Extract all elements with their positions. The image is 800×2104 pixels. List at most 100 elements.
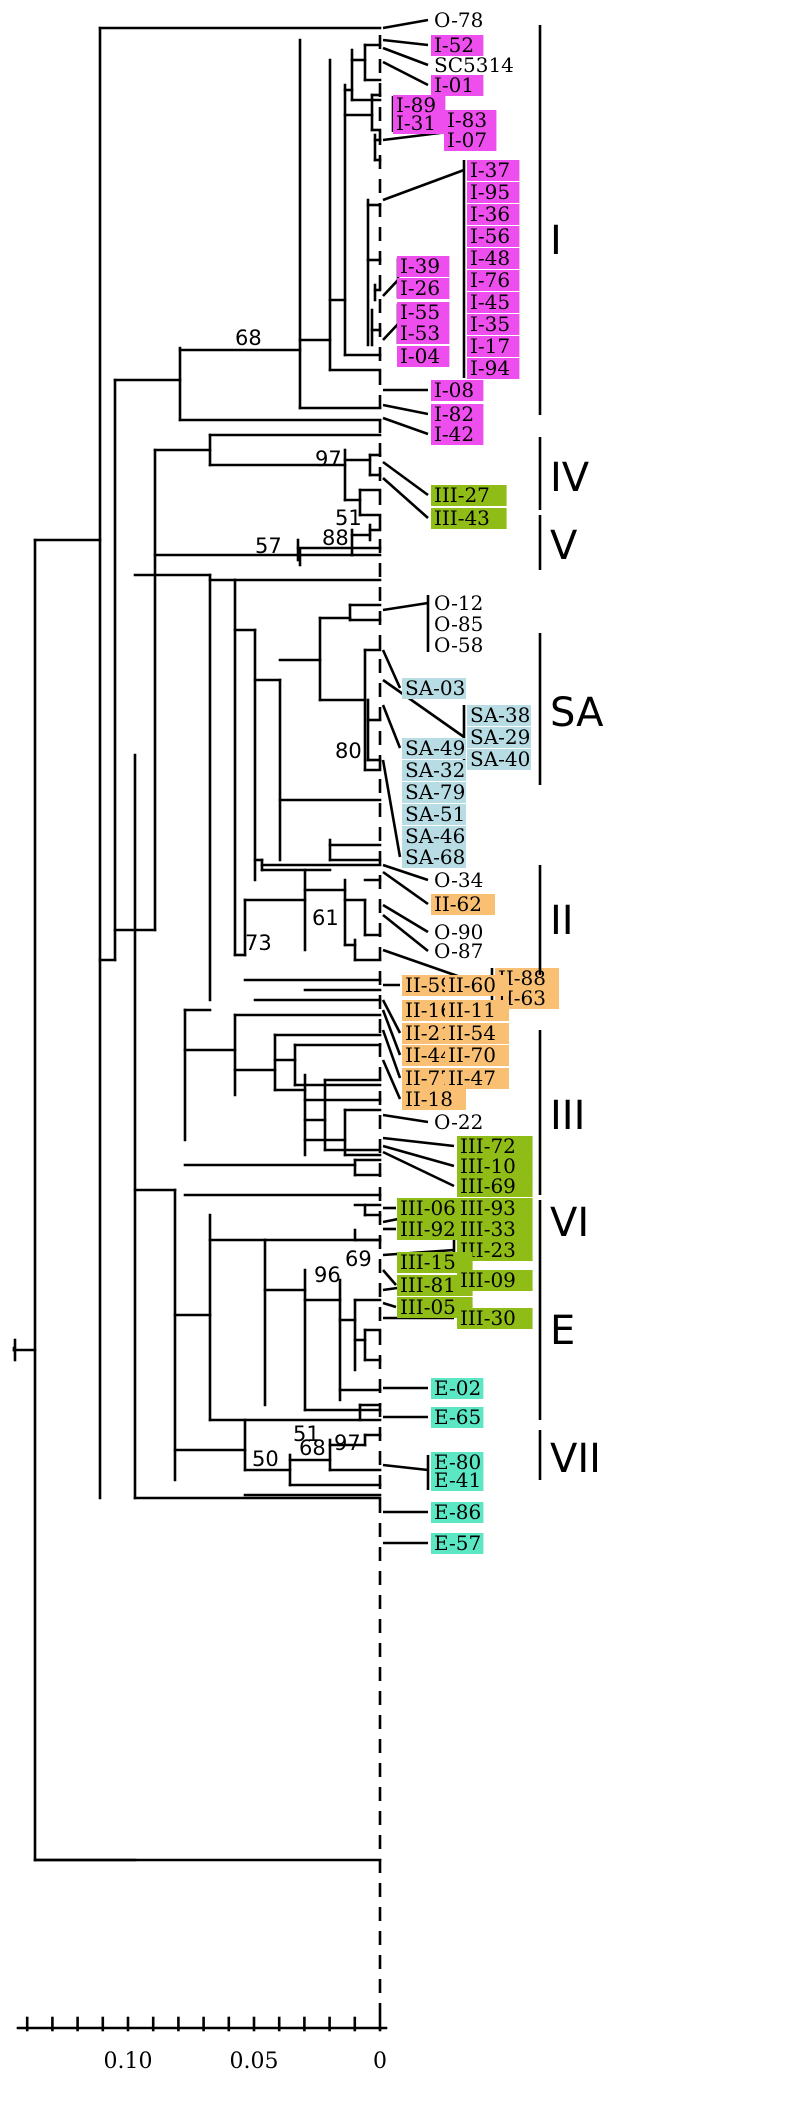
strain-label-bg	[431, 1407, 484, 1428]
strain-label-bg	[431, 35, 484, 56]
strain-label: I-35	[470, 312, 510, 336]
strain-label-bg	[431, 380, 484, 401]
strain-label-bg	[457, 1219, 533, 1240]
label-connector	[382, 601, 429, 612]
label-connectors	[381, 18, 494, 1545]
bootstrap-value: 68	[235, 326, 262, 350]
strain-label-bg	[467, 204, 520, 225]
strain-label: O-12	[434, 591, 483, 615]
strain-label: SA-68	[405, 845, 465, 869]
strain-label: II-11	[448, 998, 496, 1022]
strain-label: I-94	[470, 356, 510, 380]
strain-label-bg	[431, 485, 507, 506]
label-connector	[382, 38, 429, 47]
strain-label: SC5314	[434, 53, 514, 77]
strain-label: E-57	[434, 1531, 481, 1555]
label-connector	[382, 18, 429, 30]
strain-label: O-85	[434, 612, 483, 636]
strain-label: III-15	[400, 1250, 456, 1274]
strain-label: III-43	[434, 506, 490, 530]
strain-label-bg	[445, 975, 509, 996]
strain-label-bg	[467, 336, 520, 357]
strain-label: I-31	[396, 111, 436, 135]
strain-label: II-18	[405, 1087, 453, 1111]
strain-label: II-54	[448, 1021, 496, 1045]
strain-label-bg	[467, 314, 520, 335]
strain-label-bg	[457, 1136, 533, 1157]
strain-label: O-34	[434, 868, 483, 892]
strain-label: I-83	[447, 108, 487, 132]
strain-label: SA-40	[470, 747, 530, 771]
strain-label: I-37	[470, 158, 510, 182]
strain-label-bg	[467, 292, 520, 313]
strain-label: SA-46	[405, 824, 465, 848]
strain-label-bg	[397, 1252, 473, 1273]
axis-tick-label: 0.05	[230, 2049, 279, 2074]
strain-label: III-69	[460, 1174, 516, 1198]
strain-label-bg	[431, 424, 484, 445]
strain-label: SA-32	[405, 758, 465, 782]
label-connector	[382, 903, 429, 934]
strain-label: I-56	[470, 224, 510, 248]
strain-label-bg	[402, 738, 466, 759]
strain-label: III-10	[460, 1154, 516, 1178]
strain-label-bg	[457, 1198, 533, 1219]
strain-label: I-82	[434, 402, 474, 426]
strain-label-bg	[444, 110, 497, 131]
strain-label: III-93	[460, 1196, 516, 1220]
strain-label: E-41	[434, 1468, 481, 1492]
label-connector	[382, 1301, 397, 1309]
strain-label-bg	[457, 1240, 533, 1261]
strain-label-bg	[445, 1023, 509, 1044]
strain-label: I-01	[434, 73, 474, 97]
label-connector	[381, 1009, 402, 1056]
strain-label: I-45	[470, 290, 510, 314]
strain-label: III-33	[460, 1217, 516, 1241]
label-connector	[382, 460, 429, 497]
label-connector	[381, 1029, 402, 1079]
label-connector	[382, 416, 429, 436]
label-connector	[382, 1136, 455, 1148]
strain-label: SA-29	[470, 725, 530, 749]
bootstrap-value: 97	[315, 447, 342, 471]
label-connector	[382, 1113, 429, 1124]
strain-label-bg	[397, 302, 450, 323]
strain-label: SA-49	[405, 736, 465, 760]
strain-label: I-26	[400, 276, 440, 300]
strain-label-bg	[467, 727, 531, 748]
strain-label: III-30	[460, 1306, 516, 1330]
strain-label-bg	[445, 1068, 509, 1089]
strain-label-bg	[402, 1089, 466, 1110]
strain-label-bg	[457, 1270, 533, 1291]
strain-label-bg	[402, 847, 466, 868]
strain-label: III-92	[400, 1217, 456, 1241]
strain-label-bg	[431, 404, 484, 425]
strain-label: E-65	[434, 1405, 481, 1429]
label-connector	[382, 168, 465, 202]
strain-label: E-86	[434, 1500, 481, 1524]
bootstrap-value: 57	[255, 534, 282, 558]
bootstrap-value: 80	[335, 739, 362, 763]
label-connector	[381, 1059, 402, 1100]
label-connector	[382, 403, 429, 416]
strain-label: III-06	[400, 1196, 456, 1220]
label-connector	[382, 863, 429, 882]
label-connector	[382, 60, 429, 87]
group-label: II	[550, 898, 574, 944]
strain-label: I-08	[434, 378, 474, 402]
group-label: III	[550, 1093, 585, 1139]
bootstrap-value: 51	[293, 1422, 320, 1446]
strain-label-bg	[397, 256, 450, 277]
strain-label-bg	[431, 1470, 484, 1491]
strain-label-bg	[431, 1533, 484, 1554]
strain-label: I-48	[470, 246, 510, 270]
strain-label-bg	[393, 113, 446, 134]
strain-label: I-04	[400, 344, 440, 368]
bootstrap-value: 61	[312, 906, 339, 930]
strain-label: II-60	[448, 973, 496, 997]
